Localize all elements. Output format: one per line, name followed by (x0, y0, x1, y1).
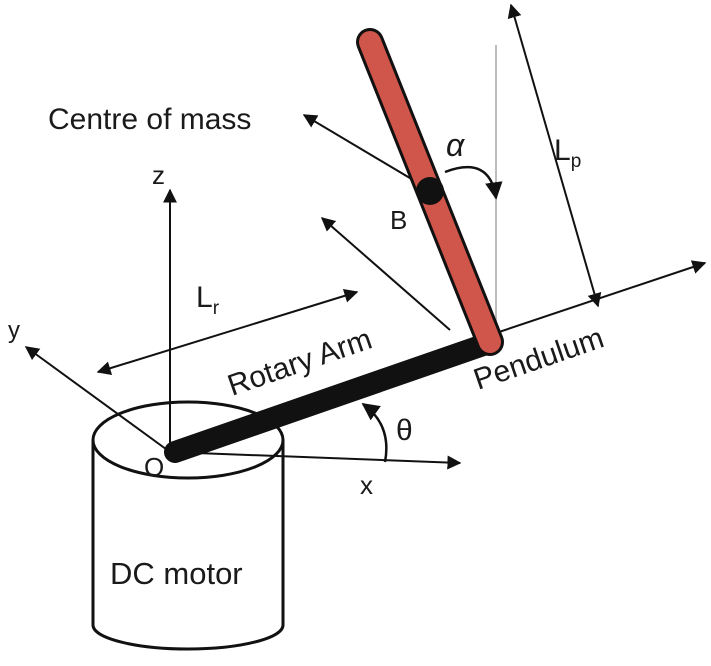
label-lp-main: L (554, 134, 571, 167)
y-axis (24, 346, 171, 453)
lp-dimension-arrow (507, 3, 602, 308)
label-lr-sub: r (213, 298, 220, 319)
label-lp-sub: p (571, 151, 582, 172)
normal-arrow (320, 217, 451, 331)
label-y: y (8, 317, 20, 344)
x-axis (169, 451, 462, 470)
label-lr: Lr (196, 281, 220, 319)
centre-of-mass-dot (416, 177, 444, 205)
label-lr-main: L (196, 281, 213, 314)
lr-dimension-arrow (96, 289, 359, 375)
label-centre-of-mass: Centre of mass (48, 103, 251, 136)
theta-arc (361, 402, 388, 463)
alpha-arc (444, 166, 503, 200)
label-lp: Lp (554, 134, 581, 172)
label-o: O (144, 452, 164, 482)
dc-motor-cylinder (91, 400, 285, 651)
label-theta: θ (396, 414, 413, 447)
label-x: x (360, 470, 373, 500)
centre-of-mass-arrow (302, 114, 431, 191)
label-dc-motor: DC motor (110, 556, 243, 591)
label-alpha: α (446, 127, 465, 163)
origin-dot (166, 446, 178, 458)
rotary-arm (164, 331, 503, 463)
label-b: B (390, 205, 407, 235)
label-z: z (152, 160, 165, 190)
